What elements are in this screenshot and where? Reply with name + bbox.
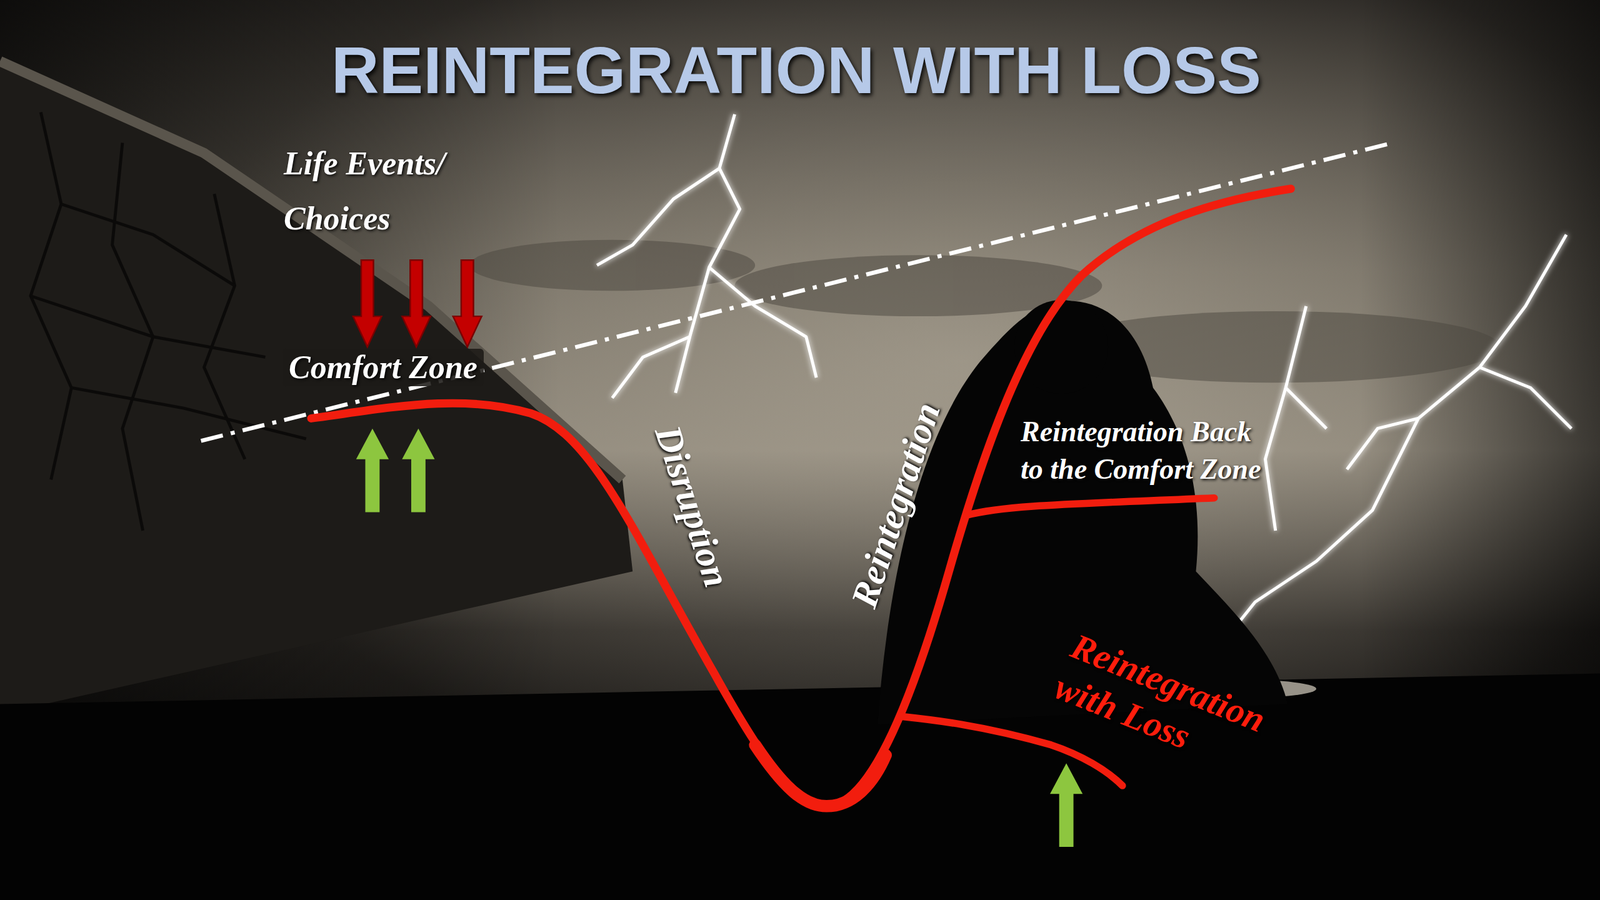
annotation-label: Life Events/ Choices <box>283 136 452 247</box>
chart-title: REINTEGRATION WITH LOSS <box>0 32 1593 109</box>
zone-label: Comfort Zone <box>282 348 484 387</box>
branch-label: Reintegration Back to the Comfort Zone <box>1020 413 1268 489</box>
